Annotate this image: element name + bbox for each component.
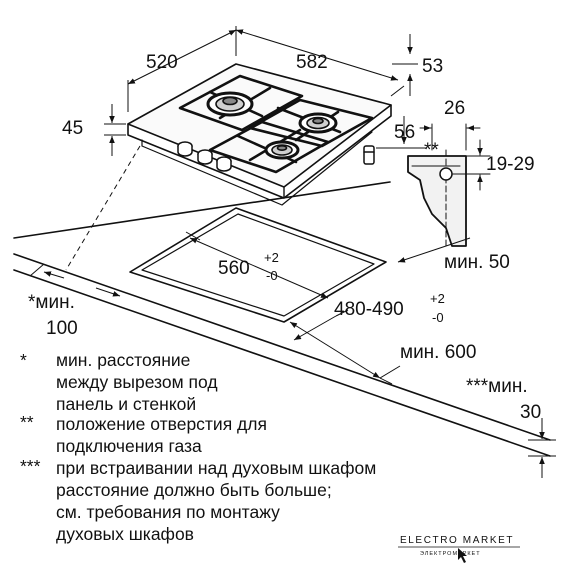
cursor-icon: [458, 548, 467, 563]
countertop-back-edge: [13, 181, 391, 239]
burner-large-icon: [206, 91, 254, 117]
note-2-marker: **: [20, 412, 34, 432]
logo-tagline: ЭЛЕКТРОМАРКЕТ: [420, 551, 481, 557]
countertop-dimension-lines: [29, 231, 556, 478]
note-3-line-2: расстояние должно быть больше;: [56, 480, 332, 500]
dim-480-490-label: 480-490: [334, 299, 404, 320]
gas-hole-icon: [439, 167, 453, 181]
gas-connection-profile: [407, 123, 491, 247]
note-1-line-1: мин. расстояние: [56, 350, 190, 370]
dim-min30-value: 30: [520, 402, 541, 423]
dim-53-label: 53: [422, 56, 443, 77]
dim-min100-value: 100: [46, 318, 78, 339]
dim-560-line: [189, 237, 329, 299]
projection-line: [65, 145, 141, 271]
dim-19-29-label: 19-29: [486, 154, 535, 175]
note-2-line-1: положение отверстия для: [56, 414, 267, 434]
dim-480-490-tol-bot: -0: [432, 310, 444, 325]
dim-min600-line: [289, 321, 381, 379]
note-1-line-2: между вырезом под: [56, 372, 218, 392]
note-3-marker: ***: [20, 456, 41, 476]
hob-dimension-lines: [65, 26, 426, 271]
dim-min100-label: *мин.: [28, 292, 75, 313]
countertop-front-edge: [13, 253, 551, 441]
dim-560-label: 560: [218, 258, 250, 279]
note-3-line-1: при встраивании над духовым шкафом: [56, 458, 376, 478]
dim-min30-label: ***мин.: [466, 376, 528, 397]
footnotes: * мин. расстояние между вырезом под пане…: [20, 350, 376, 544]
dim-560-tol-top: +2: [264, 250, 279, 265]
dim-520-line: [127, 29, 237, 85]
note-3-line-3: см. требования по монтажу: [56, 502, 280, 522]
hob-under-body: [141, 131, 373, 206]
dim-min50-label: мин. 50: [444, 252, 510, 273]
note-1-marker: *: [20, 350, 27, 370]
logo-name: ELECTRO MARKET: [400, 535, 514, 546]
profile-bracket-shape: [407, 155, 467, 247]
countertop: [13, 181, 551, 457]
dim-56-mark: **: [424, 140, 439, 161]
note-1-line-3: панель и стенкой: [56, 394, 196, 414]
control-knobs: [177, 141, 232, 172]
dim-min100-arrow-b: [95, 287, 121, 297]
hob-illustration: [127, 63, 392, 206]
dim-560-tol-bot: -0: [266, 268, 278, 283]
gas-connection-pipe-icon: [363, 145, 375, 165]
note-3-line-4: духовых шкафов: [56, 524, 194, 544]
dim-480-490-tol-top: +2: [430, 291, 445, 306]
dim-min100-arrow-a: [43, 271, 65, 279]
dim-582-label: 582: [296, 52, 328, 73]
burner-medium-icon: [298, 112, 338, 134]
dim-min600-label: мин. 600: [400, 342, 476, 363]
burner-small-icon: [264, 140, 300, 160]
electro-market-logo: ELECTRO MARKET ЭЛЕКТРОМАРКЕТ: [398, 535, 520, 563]
dim-582-line: [235, 29, 399, 81]
cutout-outer: [129, 207, 387, 323]
dim-min50-line: [397, 249, 435, 263]
dim-520-label: 520: [146, 52, 178, 73]
cutout-inner: [141, 213, 375, 317]
dim-56-label: 56: [394, 122, 415, 143]
note-2-line-2: подключения газа: [56, 436, 202, 456]
dim-45-label: 45: [62, 118, 83, 139]
dim-26-label: 26: [444, 98, 465, 119]
